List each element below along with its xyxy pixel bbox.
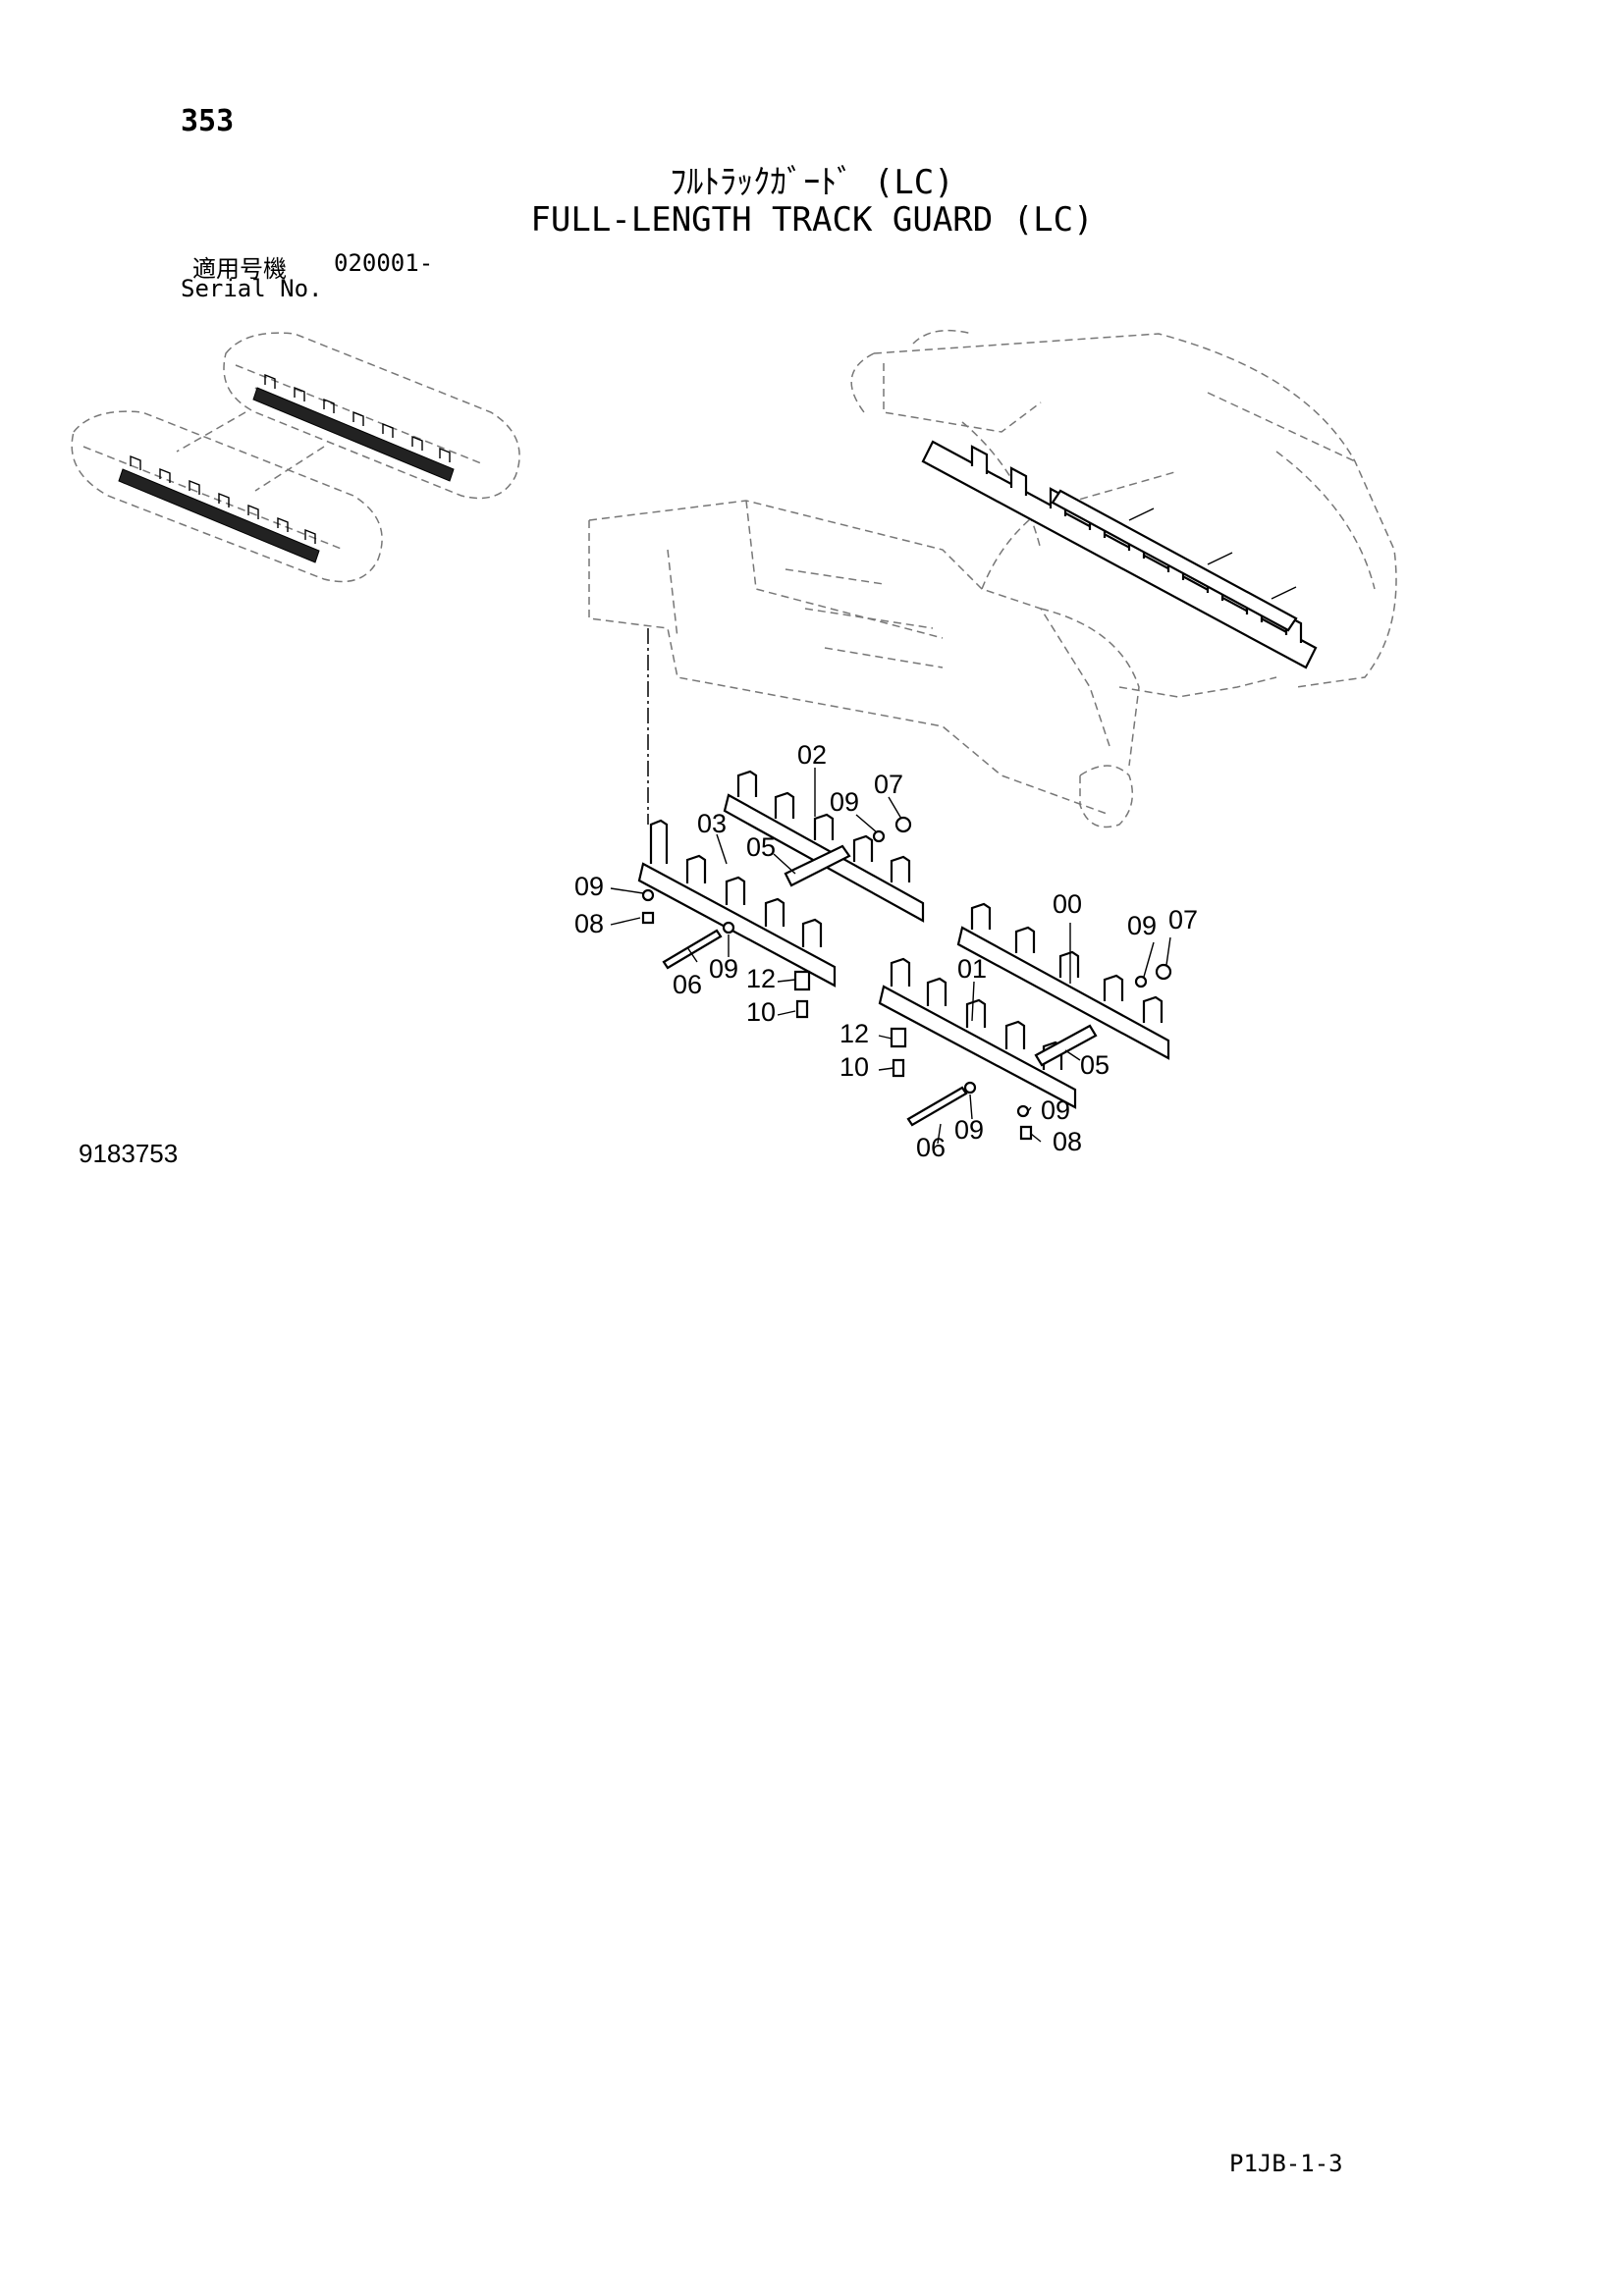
title-english: FULL-LENGTH TRACK GUARD (LC) [530,200,1094,240]
serial-label-japanese: 適用号機 [192,255,287,283]
callout-09-right-c: 09 [954,1115,984,1145]
callout-09-left-a: 09 [830,787,859,817]
callout-12-left: 12 [746,964,776,993]
title-japanese: ﾌﾙﾄﾗｯｸｶﾞｰﾄﾞ (LC) [670,163,954,202]
bolt-10-right [892,1058,905,1078]
callout-02: 02 [797,740,827,770]
serial-label-english: Serial No. [181,275,323,302]
track-guard-03 [637,819,837,988]
callout-09-right-a: 09 [1127,911,1157,940]
washer-09-left-c [872,829,886,843]
bolt-06-left [662,929,723,970]
washer-09-right-c [1134,975,1148,988]
page-number: 353 [181,104,235,138]
callout-06-right: 06 [916,1133,946,1162]
callout-05-left: 05 [746,832,776,862]
track-guard-01 [878,957,1077,1109]
nut-07-left [894,816,912,833]
leader-lines [610,768,1171,1145]
pin-05-left [784,844,851,887]
callout-07-right: 07 [1168,905,1198,934]
nut-07-right [1155,963,1172,981]
callout-07-left: 07 [874,770,903,799]
overview-track-guard-upper [252,373,455,482]
callout-09-right-b: 09 [1041,1095,1070,1125]
callout-08-right: 08 [1053,1127,1082,1156]
callout-03: 03 [697,809,727,838]
overview-track-guard-lower [118,454,320,563]
overview-illustration [71,332,520,583]
spacer-12-left [793,970,811,991]
callout-09-left-b: 09 [574,872,604,901]
callout-00: 00 [1053,889,1082,919]
callout-10-left: 10 [746,997,776,1027]
callout-10-right: 10 [839,1052,869,1082]
callout-12-right: 12 [839,1019,869,1048]
serial-number-value: 020001- [334,249,434,277]
washer-09-right-b [1016,1104,1030,1118]
callout-05-right: 05 [1080,1050,1110,1080]
washer-09-left-b [722,921,735,934]
installed-track-guard [921,440,1318,669]
washer-09-left-a [641,888,655,902]
washer-09-right-a [963,1081,977,1095]
callout-01: 01 [957,954,987,984]
spacer-12-right [890,1027,907,1048]
footer-code: P1JB-1-3 [1229,2150,1343,2177]
pin-05-right [1034,1024,1098,1067]
bolt-08-right [1019,1125,1033,1141]
undercarriage-frame [588,329,1397,828]
bolt-10-left [795,999,809,1019]
bolt-06-right [906,1086,968,1127]
callout-06-left: 06 [673,970,702,999]
bolt-08-left [641,911,655,925]
callout-08-left: 08 [574,909,604,938]
track-guard-00 [956,902,1170,1060]
figure-id: 9183753 [79,1139,179,1168]
callout-09-left-c: 09 [709,954,738,984]
